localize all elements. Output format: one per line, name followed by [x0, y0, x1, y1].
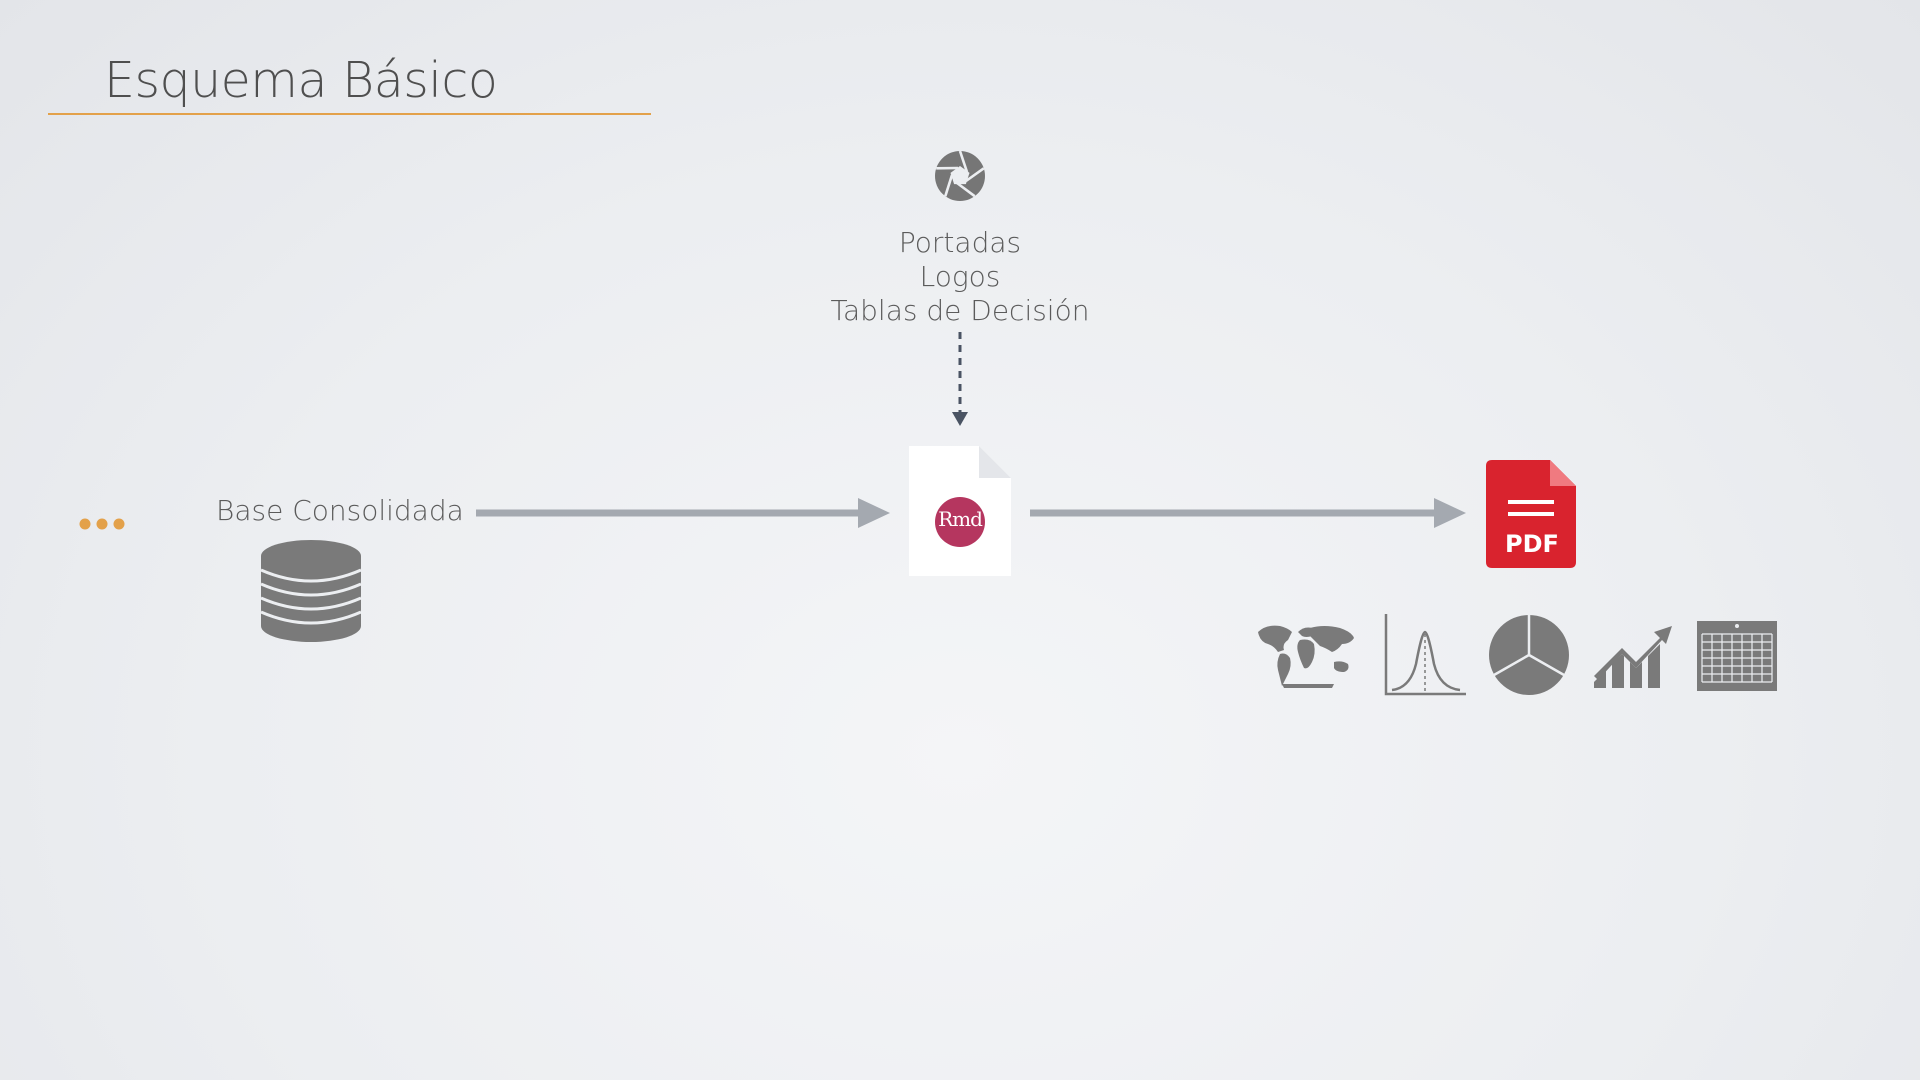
pdf-badge-text: PDF: [1505, 530, 1559, 558]
aperture-icon: [934, 150, 986, 202]
slide-title: Esquema Básico: [104, 52, 498, 109]
pdf-file-icon: [1486, 460, 1578, 570]
bell-curve-icon: [1384, 614, 1466, 696]
growth-bar-chart-icon: [1592, 622, 1672, 688]
input-line-portadas: Portadas: [898, 226, 1022, 259]
rmd-badge-text: Rmd: [938, 507, 983, 531]
input-line-logos: Logos: [919, 260, 1001, 293]
database-icon: [258, 538, 364, 644]
dashed-arrow-inputs-to-rmd: [950, 332, 970, 428]
calendar-grid-icon: [1696, 620, 1778, 692]
source-label: Base Consolidada: [216, 494, 464, 527]
flow-arrow-rmd-to-pdf: [1030, 496, 1468, 530]
title-underline: [48, 113, 651, 115]
pie-chart-icon: [1488, 614, 1570, 696]
world-map-icon: [1254, 622, 1358, 688]
rmd-file-icon: [909, 446, 1013, 578]
ellipsis-icon: [78, 514, 128, 534]
input-line-tablas: Tablas de Decisión: [830, 294, 1090, 327]
flow-arrow-source-to-rmd: [476, 496, 892, 530]
